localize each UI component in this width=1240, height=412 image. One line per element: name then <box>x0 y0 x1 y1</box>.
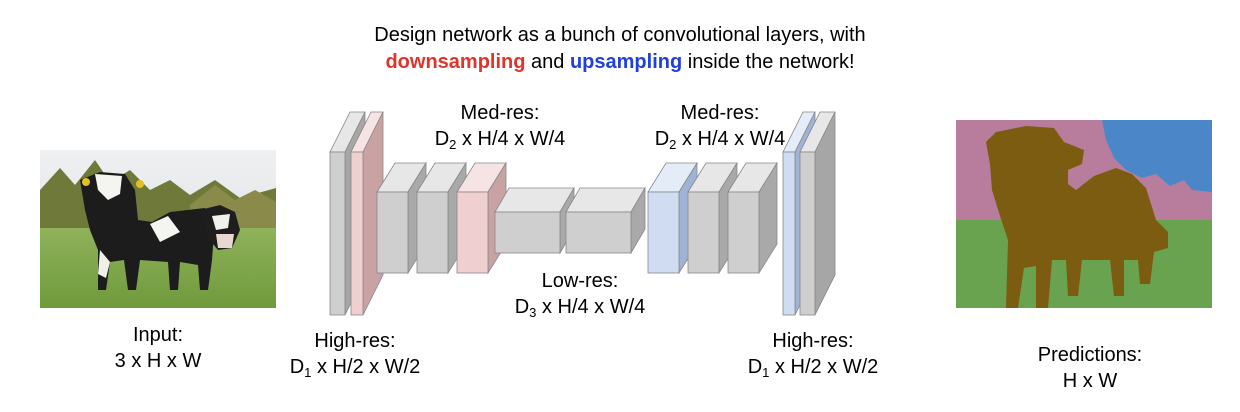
high-res-left-label: High-res: D1 x H/2 x W/2 <box>250 328 460 380</box>
layer-med-res-left-3 <box>456 161 507 275</box>
high-res-right-label: High-res: D1 x H/2 x W/2 <box>708 328 918 380</box>
seg-sky <box>1102 120 1212 192</box>
input-label-title: Input: <box>132 324 184 346</box>
input-label-dims: 3 x H x W <box>114 350 202 372</box>
low-res-label: Low-res: D3 x H/4 x W/4 <box>470 268 690 320</box>
input-label: Input: 3 x H x W <box>40 322 276 374</box>
low-res-dims: D3 x H/4 x W/4 <box>514 296 646 320</box>
med-res-left-label: Med-res: D2 x H/4 x W/4 <box>390 100 610 152</box>
layer-high-res-right-2 <box>799 111 836 316</box>
predictions-label: Predictions: H x W <box>980 342 1200 394</box>
med-res-left-dims: D2 x H/4 x W/4 <box>434 128 566 152</box>
high-res-right-dims: D1 x H/2 x W/2 <box>747 356 879 380</box>
predictions-label-dims: H x W <box>1062 370 1118 392</box>
med-res-right-label: Med-res: D2 x H/4 x W/4 <box>610 100 830 152</box>
high-res-left-dims: D1 x H/2 x W/2 <box>289 356 421 380</box>
title-line-2: downsampling and upsampling inside the n… <box>0 49 1240 76</box>
low-res-title: Low-res: <box>541 270 619 292</box>
diagram-title: Design network as a bunch of convolution… <box>0 22 1240 76</box>
med-res-left-title: Med-res: <box>460 102 540 124</box>
predictions-label-title: Predictions: <box>1037 344 1143 366</box>
title-middle: and <box>525 51 570 73</box>
med-res-right-title: Med-res: <box>680 102 760 124</box>
high-res-left-title: High-res: <box>314 330 396 352</box>
med-res-right-dims: D2 x H/4 x W/4 <box>654 128 786 152</box>
high-res-right-title: High-res: <box>772 330 854 352</box>
layer-low-res-2 <box>565 186 646 255</box>
upsampling-word: upsampling <box>569 51 683 73</box>
seg-cow-left <box>986 126 1168 308</box>
layer-low-res-1 <box>494 186 575 255</box>
layer-med-res-right-3 <box>727 161 778 275</box>
title-line-1: Design network as a bunch of convolution… <box>374 24 866 46</box>
predictions-image <box>956 120 1212 308</box>
downsampling-word: downsampling <box>385 51 526 73</box>
title-end: inside the network! <box>682 51 855 73</box>
input-image <box>40 150 276 308</box>
